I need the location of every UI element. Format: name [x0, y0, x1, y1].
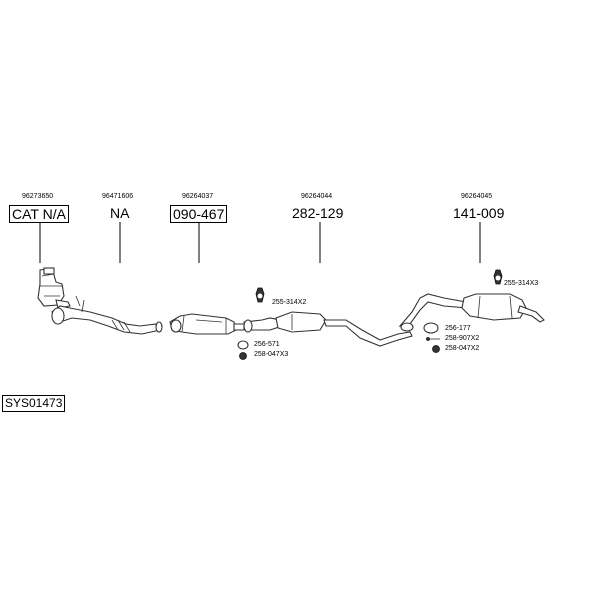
part-code-front-pipe[interactable]: NA: [110, 205, 130, 221]
fitting-label-258-907x2[interactable]: 258-907X2: [445, 335, 480, 342]
fitting-label-255-314x3[interactable]: 255-314X3: [504, 280, 539, 287]
fitting-label-256-571[interactable]: 256-571: [254, 341, 280, 348]
catalyst-part: [169, 313, 245, 335]
front-pipe-part: [51, 295, 163, 335]
part-code-middle-silencer[interactable]: 282-129: [292, 205, 344, 221]
part-code-catalyst[interactable]: 090-467: [170, 205, 228, 223]
middle-silencer-part: [243, 311, 413, 347]
oem-number-catalyst: 96264037: [182, 193, 214, 200]
clamp-255-314-icon: [255, 287, 265, 303]
clamp-258-047-rear-icon: [432, 345, 440, 353]
system-id-label: SYS01473: [2, 395, 66, 413]
oem-number-front-pipe: 96471606: [102, 193, 134, 200]
fitting-label-255-314x2[interactable]: 255-314X2: [272, 299, 307, 306]
rear-silencer-part: [398, 293, 545, 332]
oem-number-middle-silencer: 96264044: [301, 193, 333, 200]
oem-number-cat: 96273650: [22, 193, 54, 200]
clamp-255-314-rear-icon: [493, 269, 503, 285]
clamp-258-047-icon: [239, 352, 247, 360]
oem-number-rear-silencer: 96264045: [461, 193, 493, 200]
fitting-label-258-047x2[interactable]: 258-047X2: [445, 345, 480, 352]
part-code-rear-silencer[interactable]: 141-009: [453, 205, 505, 221]
part-code-cat[interactable]: CAT N/A: [9, 205, 69, 223]
manifold-catalyst-part: [37, 267, 71, 309]
fitting-label-256-177[interactable]: 256-177: [445, 325, 471, 332]
fitting-label-258-047x3[interactable]: 258-047X3: [254, 351, 289, 358]
gasket-256-571-icon: [237, 340, 249, 350]
gasket-256-177-icon: [423, 322, 439, 334]
